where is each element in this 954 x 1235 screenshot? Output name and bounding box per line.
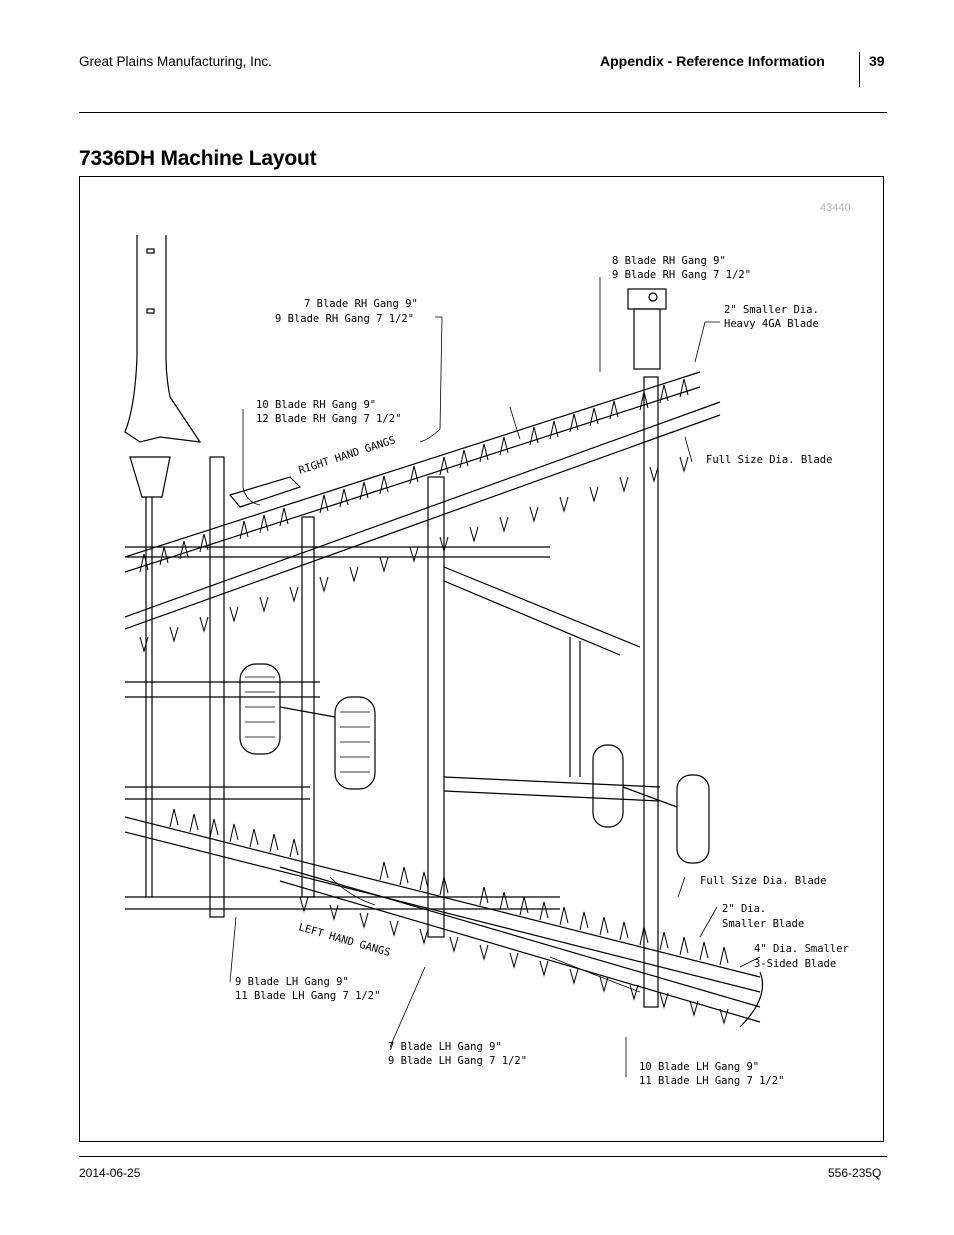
label-dia-2-2: Smaller Blade [722, 918, 804, 930]
brace-markers [329, 406, 641, 993]
center-wheels [239, 663, 376, 790]
rh-gang-blades [139, 378, 689, 653]
footer-rule [79, 1156, 887, 1157]
label-lh-11-blade-75: 11 Blade LH Gang 7 1/2" [235, 990, 380, 1002]
label-smaller-dia-2: Heavy 4GA Blade [724, 318, 819, 330]
figure-frame [79, 176, 884, 1142]
label-dia-2-1: 2" Dia. [722, 903, 766, 915]
label-rh-12-blade-75: 12 Blade RH Gang 7 1/2" [256, 413, 401, 425]
lh-gang-blades [169, 808, 729, 1025]
label-rh-10-blade: 10 Blade RH Gang 9" [256, 399, 376, 411]
label-lh-9-blade-75: 9 Blade LH Gang 7 1/2" [388, 1055, 527, 1067]
label-full-size-top: Full Size Dia. Blade [706, 454, 832, 466]
label-lh-10-blade: 10 Blade LH Gang 9" [639, 1061, 759, 1073]
footer-doc-number: 556-235Q [828, 1166, 882, 1180]
label-full-size-bottom: Full Size Dia. Blade [700, 875, 826, 887]
label-smaller-dia-1: 2" Smaller Dia. [724, 304, 819, 316]
header-section: Appendix - Reference Information [600, 53, 825, 69]
right-hand-gangs [124, 371, 721, 630]
machine-layout-drawing: 8 Blade RH Gang 9" 9 Blade RH Gang 7 1/2… [124, 235, 849, 1087]
leader-lines [229, 277, 761, 1077]
label-right-hand-gangs: RIGHT HAND GANGS [297, 434, 397, 477]
main-frame [125, 376, 661, 1008]
header-rule [79, 112, 887, 113]
label-lh-9-blade: 9 Blade LH Gang 9" [235, 976, 349, 988]
hitch-tongue [124, 235, 202, 897]
rear-wheels [592, 744, 710, 864]
label-dia-4-2: 3-Sided Blade [754, 958, 836, 970]
label-rh-8-blade: 8 Blade RH Gang 9" [612, 255, 726, 267]
label-lh-11-blade-75-b: 11 Blade LH Gang 7 1/2" [639, 1075, 784, 1087]
label-dia-4-1: 4" Dia. Smaller [754, 943, 849, 955]
label-rh-9-blade-75: 9 Blade RH Gang 7 1/2" [612, 269, 751, 281]
hydraulic-cylinder [627, 288, 667, 370]
left-hand-gangs [124, 816, 764, 1028]
footer-date: 2014-06-25 [79, 1166, 141, 1180]
page-number: 39 [869, 53, 885, 69]
header-divider [859, 52, 860, 87]
page-title: 7336DH Machine Layout [79, 147, 317, 170]
label-left-hand-gangs: LEFT HAND GANGS [297, 921, 391, 959]
label-lh-7-blade: 7 Blade LH Gang 9" [388, 1041, 502, 1053]
figure-number: 43440 [820, 202, 851, 214]
header-company: Great Plains Manufacturing, Inc. [79, 54, 272, 69]
label-rh-7-blade: 7 Blade RH Gang 9" [304, 298, 418, 310]
label-rh-9-blade-75-b: 9 Blade RH Gang 7 1/2" [275, 313, 414, 325]
figure-labels: 8 Blade RH Gang 9" 9 Blade RH Gang 7 1/2… [235, 255, 849, 1087]
